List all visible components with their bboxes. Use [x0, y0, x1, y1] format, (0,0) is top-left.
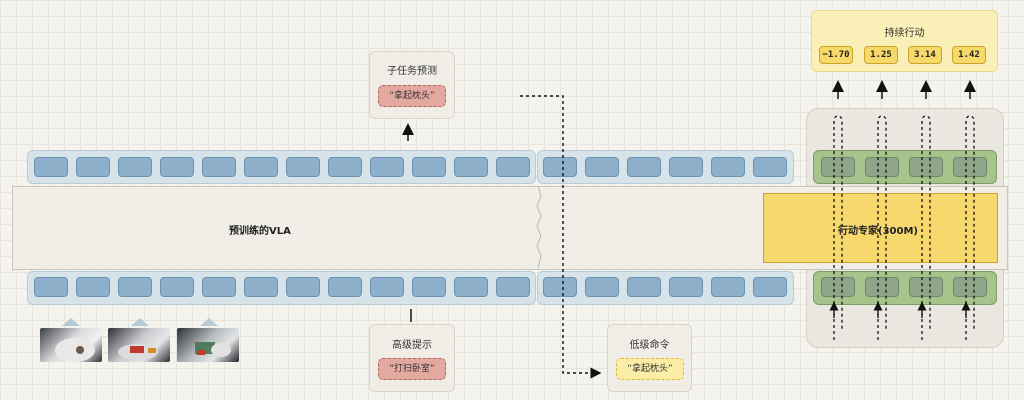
expert-token	[865, 277, 899, 297]
action-value: 1.25	[864, 46, 898, 64]
vla-token	[370, 157, 404, 177]
action-value: 3.14	[908, 46, 942, 64]
image-token-pointer	[62, 318, 80, 326]
vla-token	[454, 277, 488, 297]
vla-token	[244, 157, 278, 177]
vla-token	[286, 277, 320, 297]
vla-token	[286, 157, 320, 177]
vla-token	[34, 157, 68, 177]
camera-image-1	[40, 328, 102, 362]
context-token	[711, 157, 745, 177]
vla-token	[328, 277, 362, 297]
image-token-pointer	[200, 318, 218, 326]
expert-token	[909, 157, 943, 177]
expert-token	[953, 277, 987, 297]
vla-token	[34, 277, 68, 297]
context-token	[627, 157, 661, 177]
context-token	[543, 157, 577, 177]
camera-image-2	[108, 328, 170, 362]
vla-token	[412, 277, 446, 297]
vla-token	[160, 157, 194, 177]
vla-token	[118, 157, 152, 177]
vla-token	[496, 157, 530, 177]
vla-token	[76, 157, 110, 177]
continuous-actions-card: 持续行动 −1.70 1.25 3.14 1.42	[811, 10, 998, 72]
vla-token	[496, 277, 530, 297]
vla-token	[328, 157, 362, 177]
high-level-title: 高级提示	[392, 340, 432, 351]
subtask-title: 子任务预测	[387, 66, 437, 77]
vla-token	[412, 157, 446, 177]
expert-token	[909, 277, 943, 297]
context-token	[543, 277, 577, 297]
subtask-value: “拿起枕头”	[378, 85, 446, 107]
low-level-command-card: 低级命令 “拿起枕头”	[607, 324, 692, 392]
action-value: −1.70	[819, 46, 853, 64]
expert-token	[865, 157, 899, 177]
camera-image-3	[177, 328, 239, 362]
vla-token	[160, 277, 194, 297]
vla-top-token-panel	[27, 150, 536, 184]
expert-token	[953, 157, 987, 177]
vla-token	[370, 277, 404, 297]
vla-token	[244, 277, 278, 297]
context-token	[711, 277, 745, 297]
action-expert-label: 行动专家(300M)	[838, 226, 918, 237]
vla-token	[76, 277, 110, 297]
high-level-prompt-card: 高级提示 “打扫卧室”	[369, 324, 455, 392]
expert-token	[821, 157, 855, 177]
vla-token	[454, 157, 488, 177]
vla-token	[118, 277, 152, 297]
vla-token	[202, 157, 236, 177]
action-value: 1.42	[952, 46, 986, 64]
low-level-title: 低级命令	[629, 340, 670, 351]
expert-token	[821, 277, 855, 297]
context-token	[585, 277, 619, 297]
context-token	[585, 157, 619, 177]
high-level-value: “打扫卧室”	[378, 358, 446, 380]
subtask-prediction-card: 子任务预测 “拿起枕头”	[369, 51, 455, 119]
vla-label: 预训练的VLA	[229, 226, 291, 237]
continuous-actions-title: 持续行动	[884, 28, 925, 39]
context-token	[753, 277, 787, 297]
context-token	[669, 157, 703, 177]
image-token-pointer	[131, 318, 149, 326]
vla-bottom-token-panel	[27, 271, 536, 305]
vla-token	[202, 277, 236, 297]
context-token	[669, 277, 703, 297]
context-token	[627, 277, 661, 297]
low-level-value: “拿起枕头”	[616, 358, 684, 380]
context-token	[753, 157, 787, 177]
